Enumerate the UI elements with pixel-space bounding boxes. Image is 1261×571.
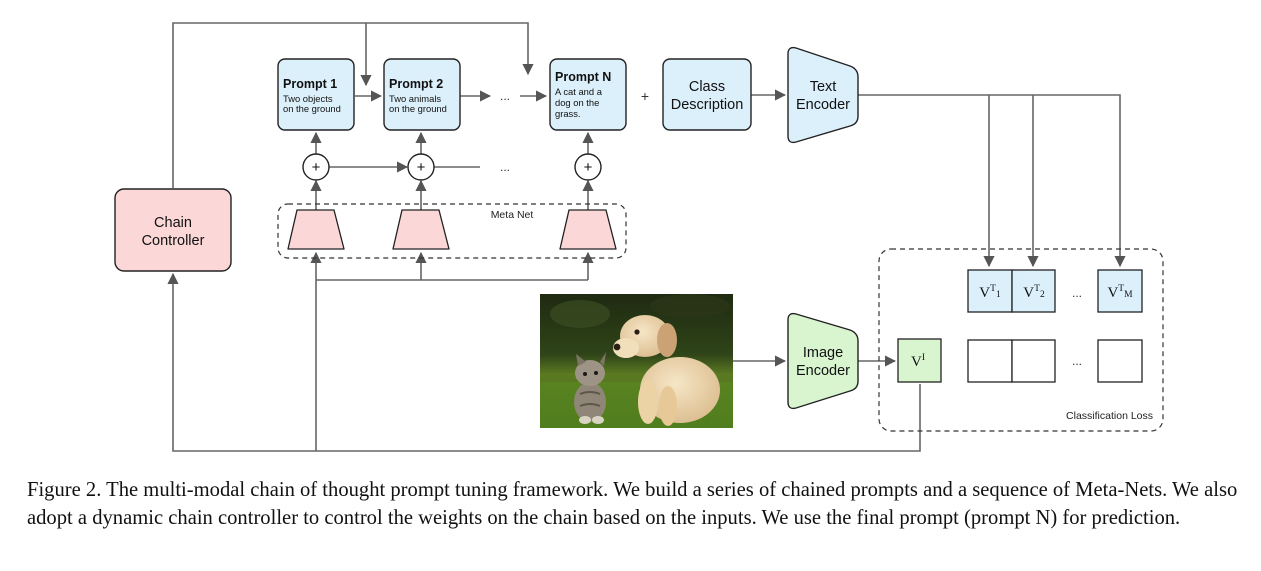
text-encoder-label-1: Text: [810, 79, 837, 95]
text-feature-m-sub: M: [1124, 290, 1133, 300]
add-node-2-symbol: +: [417, 159, 426, 176]
class-description-box: [662, 58, 752, 131]
text-feature-m-sup: T: [1118, 284, 1124, 294]
prompt-2-line-2: on the ground: [389, 103, 447, 114]
add-chain-ellipsis: ...: [500, 160, 510, 174]
figure-caption: Figure 2. The multi-modal chain of thoug…: [27, 479, 1238, 529]
text-feature-1-sup: T: [990, 284, 996, 294]
text-feature-1: VT1: [967, 269, 1013, 313]
text-encoder-to-vtm-arrow: [858, 94, 1126, 268]
text-feature-2-base: V: [1023, 285, 1034, 301]
prompt-n: Prompt N A cat and a dog on the grass.: [549, 58, 627, 131]
text-feature-1-sub: 1: [996, 290, 1001, 300]
classification-loss-label: Classification Loss: [1066, 410, 1153, 422]
image-encoder-label-2: Encoder: [796, 363, 850, 379]
prompt-1-title: Prompt 1: [283, 77, 337, 91]
svg-text:VT2: VT2: [1023, 284, 1045, 301]
prompt-n-line-2: dog on the: [555, 97, 599, 108]
prompt-2: Prompt 2 Two animals on the ground: [383, 58, 461, 131]
text-feature-ellipsis: ...: [1072, 286, 1082, 300]
image-feature-sup: I: [922, 353, 925, 363]
prompt-2-line-1: Two animals: [389, 93, 441, 104]
chain-controller-box: [114, 188, 232, 272]
classification-loss-group: [878, 248, 1164, 432]
add-node-n: +: [574, 153, 602, 181]
controller-to-prompt-n-arrow: [172, 22, 534, 188]
text-feature-m: VTM: [1097, 269, 1143, 313]
concat-plus-sign: +: [641, 88, 649, 104]
image-feature-to-controller-arrow: [167, 272, 921, 452]
framework-diagram: Chain Controller Prompt 1 Two objects on…: [114, 22, 1164, 452]
meta-net-n: [559, 209, 617, 250]
svg-text:VT1: VT1: [979, 284, 1001, 301]
connection-lines: [167, 22, 1126, 452]
prompt-1: Prompt 1 Two objects on the ground: [277, 58, 355, 131]
prompt-n-title: Prompt N: [555, 70, 611, 84]
text-encoder-label-2: Encoder: [796, 97, 850, 113]
prompt-2-title: Prompt 2: [389, 77, 443, 91]
text-encoder-shape: [787, 46, 859, 144]
image-encoder-label-1: Image: [803, 345, 843, 361]
text-feature-2-sup: T: [1034, 284, 1040, 294]
text-feature-m-base: V: [1107, 285, 1118, 301]
prompt-chain-ellipsis: ...: [500, 89, 510, 103]
score-cell-2: [1011, 339, 1056, 383]
image-feature-base: V: [911, 354, 922, 370]
score-cell-m: [1097, 339, 1143, 383]
meta-net-group: [277, 203, 627, 259]
chain-controller-label-2: Controller: [142, 233, 205, 249]
score-cell-1: [967, 339, 1013, 383]
chain-controller-label-1: Chain: [154, 215, 192, 231]
score-cell-ellipsis: ...: [1072, 354, 1082, 368]
text-feature-2: VT2: [1011, 269, 1056, 313]
text-feature-2-sub: 2: [1040, 290, 1045, 300]
cat-dog-photo: [540, 294, 733, 428]
svg-text:VTM: VTM: [1107, 284, 1133, 301]
meta-net-1: [287, 209, 345, 250]
prompt-n-line-3: grass.: [555, 108, 581, 119]
meta-net-label: Meta Net: [491, 209, 534, 221]
prompt-n-line-1: A cat and a: [555, 86, 603, 97]
add-node-n-symbol: +: [584, 159, 593, 176]
prompt-1-line-1: Two objects: [283, 93, 333, 104]
add-node-2: +: [407, 153, 435, 181]
class-description-label-2: Description: [671, 97, 744, 113]
svg-text:VI: VI: [911, 353, 925, 370]
meta-net-2: [392, 209, 450, 250]
add-node-1: +: [302, 153, 330, 181]
image-encoder-shape: [787, 312, 859, 410]
input-image: [540, 294, 733, 428]
class-description-label-1: Class: [689, 79, 725, 95]
text-feature-1-base: V: [979, 285, 990, 301]
prompt-1-line-2: on the ground: [283, 103, 341, 114]
image-feature: VI: [897, 338, 942, 383]
add-node-1-symbol: +: [312, 159, 321, 176]
